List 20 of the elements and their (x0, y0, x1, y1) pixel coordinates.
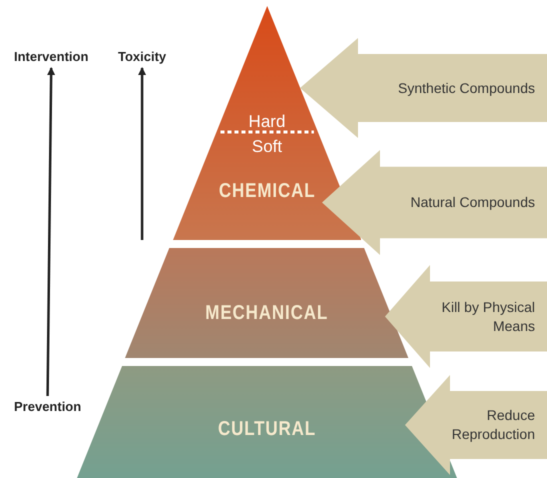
arrow-label: Synthetic Compounds (397, 78, 535, 98)
arrow (46, 67, 56, 396)
tier-label: CULTURAL (216, 418, 318, 441)
tier-label: CHEMICAL (218, 180, 316, 203)
tier-label: Hard (248, 112, 286, 132)
arrow-label: Reduce Reproduction (450, 406, 535, 444)
arrow-shape (385, 265, 547, 368)
axis-label: Prevention (14, 399, 82, 414)
arrow-shape (405, 375, 547, 475)
pyramid-tier (125, 248, 409, 358)
arrow-label: Natural Compounds (409, 193, 535, 212)
axis-label: Intervention (14, 49, 88, 64)
pyramid-tier (172, 6, 362, 240)
tier-label: MECHANICAL (204, 302, 330, 325)
arrow-shape (300, 38, 547, 138)
arrow-shape (322, 150, 547, 255)
arrow (138, 67, 146, 240)
tier-label: Soft (250, 136, 284, 156)
arrow-label: Kill by Physical Means (440, 298, 535, 336)
axis-label: Toxicity (118, 49, 166, 64)
